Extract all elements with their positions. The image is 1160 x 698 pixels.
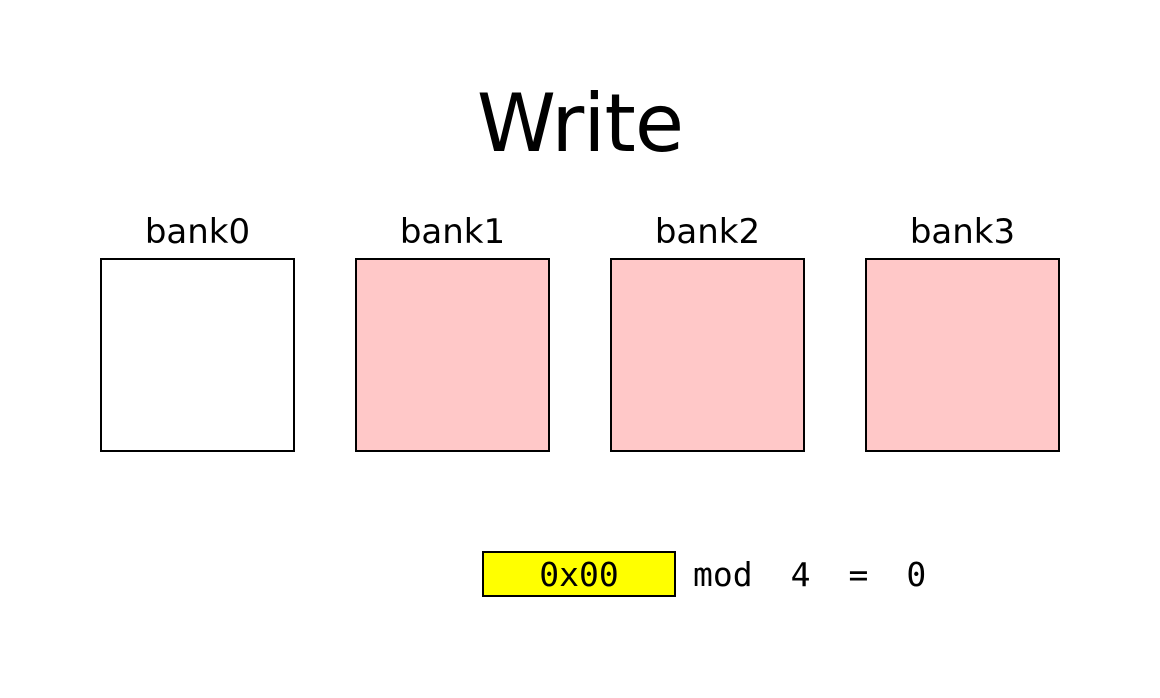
bank1-box bbox=[355, 258, 550, 452]
bank3-label: bank3 bbox=[909, 212, 1016, 252]
bank3-box bbox=[865, 258, 1060, 452]
bank2-group: bank2 bbox=[610, 212, 805, 452]
bank0-box bbox=[100, 258, 295, 452]
bank0-label: bank0 bbox=[144, 212, 251, 252]
mod-expression: mod 4 = 0 bbox=[693, 554, 927, 594]
bank3-group: bank3 bbox=[865, 212, 1060, 452]
bank1-label: bank1 bbox=[399, 212, 506, 252]
address-box: 0x00 bbox=[482, 551, 676, 597]
bank0-group: bank0 bbox=[100, 212, 295, 452]
bank1-group: bank1 bbox=[355, 212, 550, 452]
diagram-title: Write bbox=[476, 77, 684, 170]
bank2-label: bank2 bbox=[654, 212, 761, 252]
bank2-box bbox=[610, 258, 805, 452]
address-row: 0x00 mod 4 = 0 bbox=[482, 551, 926, 597]
address-value: 0x00 bbox=[539, 554, 619, 594]
